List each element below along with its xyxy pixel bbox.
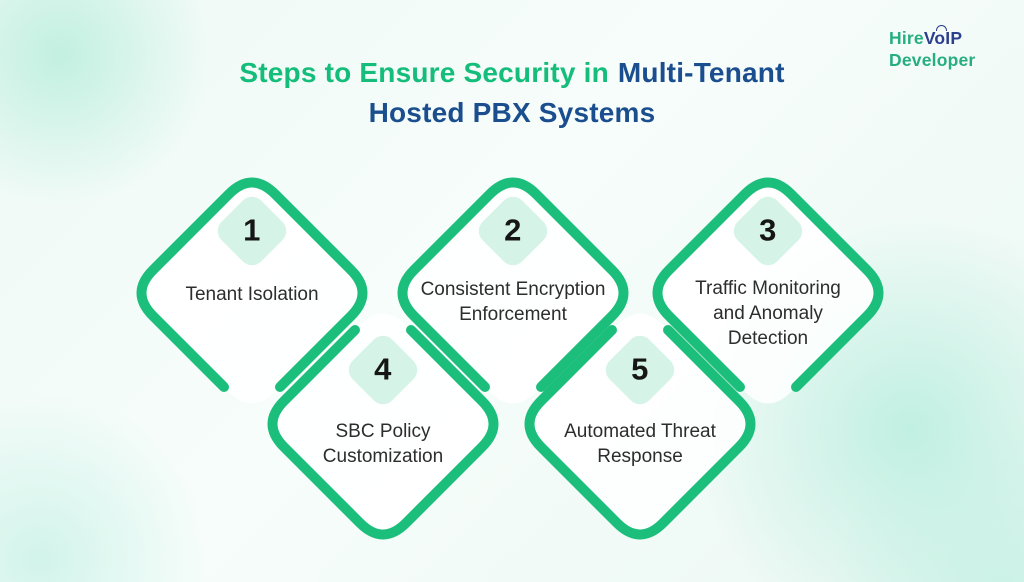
step-1-number: 1: [243, 213, 261, 248]
logo-hire-text: Hire: [889, 28, 924, 48]
step-label-line: Traffic Monitoring: [695, 278, 841, 299]
step-label-line: and Anomaly: [713, 303, 823, 324]
diamond-fill-4: [272, 313, 494, 535]
step-4-label: SBC Policy Customization: [253, 419, 513, 469]
logo-voip-letters: VoIP: [923, 28, 963, 48]
step-3-label: Traffic Monitoring and Anomaly Detection: [638, 276, 898, 351]
title-line-2: Hosted PBX Systems: [0, 93, 1024, 133]
diamond-outline-4: [267, 325, 499, 540]
diamond-outline-1: [136, 177, 368, 392]
step-label-line: Customization: [322, 446, 444, 467]
title-green-text: Steps to Ensure Security in: [239, 57, 609, 88]
step-label-line: Response: [597, 446, 683, 467]
step-label-line: Tenant Isolation: [185, 284, 319, 305]
title-navy-text-1: Multi-Tenant: [617, 57, 785, 88]
step-3-number: 3: [759, 213, 777, 248]
logo: HireVoIP Developer: [889, 25, 976, 71]
step-label-line: Consistent Encryption: [420, 279, 606, 300]
logo-line1: HireVoIP: [889, 25, 975, 49]
step-1-label: Tenant Isolation: [122, 282, 382, 307]
step-label-line: SBC Policy: [335, 421, 431, 442]
diamond-fill-3: [657, 182, 879, 404]
logo-developer-text: Developer: [889, 50, 976, 70]
step-5-label: Automated Threat Response: [510, 419, 770, 469]
diamond-fill-5: [529, 313, 751, 535]
diamond-outline-5: [524, 325, 756, 540]
diamond-outline-3: [652, 177, 884, 392]
step-label-line: Detection: [727, 328, 809, 349]
title-navy-text-2: Hosted PBX Systems: [368, 97, 656, 128]
diamond-fill-2: [402, 182, 624, 404]
step-5-number: 5: [631, 352, 649, 387]
step-label-line: Automated Threat: [564, 421, 716, 442]
step-2-number: 2: [504, 213, 522, 248]
step-2-label: Consistent Encryption Enforcement: [383, 277, 643, 327]
step-4-number: 4: [374, 352, 392, 387]
diamond-outline-2: [397, 177, 629, 392]
title-line-1: Steps to Ensure Security in Multi-Tenant: [0, 53, 1024, 93]
logo-voip-text: VoIP: [923, 25, 963, 49]
diamond-fill-1: [141, 182, 363, 404]
wifi-icon: [935, 25, 947, 31]
step-label-line: Enforcement: [459, 304, 567, 325]
